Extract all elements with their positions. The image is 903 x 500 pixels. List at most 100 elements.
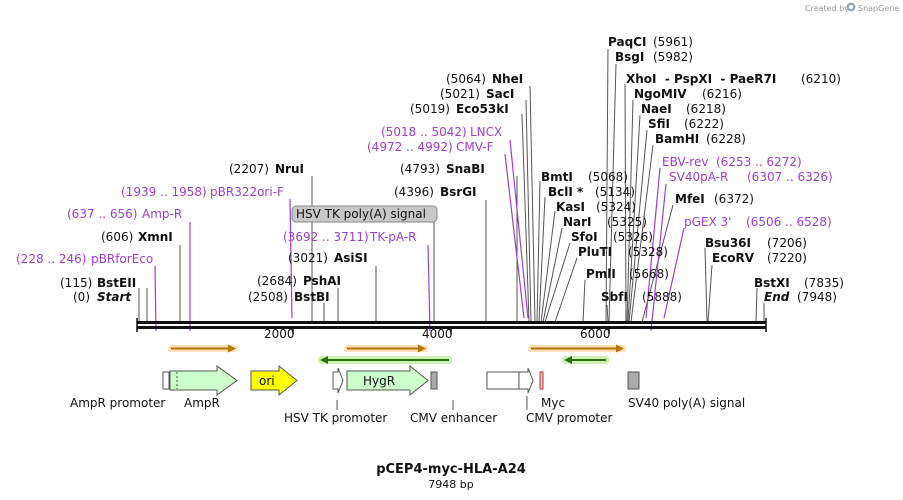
enzyme-name-bstbi: BstBI xyxy=(294,290,330,304)
primer-labels: (228 .. 246) pBRforEco (637 .. 656) Amp-… xyxy=(16,125,833,266)
leader-saci xyxy=(525,99,532,323)
ruler-tick-2000: 2000 xyxy=(264,327,295,341)
reverse-orf-arrow-2 xyxy=(564,356,572,364)
feature-arrow-ori xyxy=(250,364,298,397)
brand-text: SnapGene xyxy=(858,4,899,13)
enzyme-pos-sfii: (6222) xyxy=(684,117,724,131)
enzyme-pos-pshai: (2684) xyxy=(257,274,297,288)
leader-pbrforeco xyxy=(154,265,157,332)
feature-box-sv40-polya xyxy=(627,371,640,390)
leader-bstxi xyxy=(755,287,758,323)
plasmid-name: pCEP4-myc-HLA-A24 xyxy=(376,462,526,477)
reverse-orf-arrow-1 xyxy=(320,356,328,364)
enzyme-pos-bamhi: (6228) xyxy=(706,132,746,146)
enzyme-name-bmti: BmtI xyxy=(541,170,573,184)
enzyme-name-paqci: PaqCI xyxy=(608,35,646,49)
orf-arrow-3 xyxy=(616,344,624,353)
primer-name-cmv-f: CMV-F xyxy=(456,140,494,154)
enzyme-name-xhoi-pspxi-paer7i: XhoI - PspXI - PaeR7I xyxy=(626,72,776,86)
enzyme-pos-mfei: (6372) xyxy=(714,192,754,206)
enzyme-name-naei: NaeI xyxy=(641,102,672,116)
enzyme-name-end: End xyxy=(764,290,790,304)
leader-ecorv xyxy=(707,264,713,323)
enzyme-name-bamhi: BamHI xyxy=(655,132,699,146)
enzyme-pos-naei: (6218) xyxy=(686,102,726,116)
feature-arrow-cmv-promoter xyxy=(518,367,534,394)
primer-name-ebv-rev: EBV-rev xyxy=(662,155,708,169)
feature-label-cmv-enhancer: CMV enhancer xyxy=(410,411,497,425)
enzyme-name-snabi: SnaBI xyxy=(446,162,485,176)
enzyme-name-kasi: KasI xyxy=(556,200,585,214)
feature-label-hygr: HygR xyxy=(363,374,395,388)
feature-box-ampr-promoter xyxy=(162,371,170,390)
enzyme-name-pshai: PshAI xyxy=(303,274,341,288)
enzyme-pos-sbfi: (5888) xyxy=(642,290,682,304)
enzyme-name-bstxi: BstXI xyxy=(754,276,790,290)
ruler: 2000 4000 6000 xyxy=(264,326,611,341)
ruler-tick-4000: 4000 xyxy=(422,327,453,341)
leader-bcli xyxy=(538,196,546,323)
enzyme-name-sfoi: SfoI xyxy=(571,230,598,244)
primer-range-pbrforeco: (228 .. 246) xyxy=(16,252,86,266)
enzyme-pos-bsu36i: (7206) xyxy=(767,236,807,250)
enzyme-name-sfii: SfiI xyxy=(648,117,670,131)
enzyme-pos-ngomiv: (6216) xyxy=(702,87,742,101)
leader-ebv-rev xyxy=(645,167,661,319)
enzyme-pos-xmni: (606) xyxy=(101,230,133,244)
primer-name-tk-pa-r: TK-pA-R xyxy=(369,230,417,244)
enzyme-pos-start: (0) xyxy=(73,290,90,304)
primer-range-lncx: (5018 .. 5042) xyxy=(381,125,467,139)
feature-label-sv40-polya: SV40 poly(A) signal xyxy=(628,396,745,410)
enzyme-pos-pmli: (5668) xyxy=(629,267,669,281)
enzyme-name-start: Start xyxy=(97,290,132,304)
enzyme-name-pluti: PluTI xyxy=(578,245,612,259)
enzyme-name-bsu36i: Bsu36I xyxy=(705,236,751,250)
enzyme-pos-bsgi: (5982) xyxy=(653,50,693,64)
enzyme-name-pmli: PmlI xyxy=(586,267,616,281)
primer-range-tk-pa-r: (3692 .. 3711) xyxy=(283,230,369,244)
enzyme-name-bsteii: BstEII xyxy=(97,276,136,290)
enzyme-labels: (115) BstEII (0) Start (606) XmnI (2207)… xyxy=(60,35,844,304)
primer-name-pbr322ori-f: pBR322ori-F xyxy=(210,185,284,199)
enzyme-pos-pluti: (5328) xyxy=(628,245,668,259)
hsv-tk-polya-callout: HSV TK poly(A) signal xyxy=(291,205,438,322)
primer-range-cmv-f: (4972 .. 4992) xyxy=(367,140,453,154)
enzyme-pos-sfoi: (5326) xyxy=(613,230,653,244)
primer-name-pbrforeco: pBRforEco xyxy=(91,252,153,266)
enzyme-name-nhei: NheI xyxy=(492,72,523,86)
primer-name-pgex3: pGEX 3' xyxy=(684,215,731,229)
leader-nari xyxy=(542,227,563,323)
enzyme-name-sbfi: SbfI xyxy=(601,290,628,304)
enzyme-name-nrui: NruI xyxy=(275,162,304,176)
feature-labels: AmpR promoter AmpR HSV TK promoter CMV e… xyxy=(70,396,745,425)
primer-range-ebv-rev: (6253 .. 6272) xyxy=(716,155,802,169)
leader-pmli xyxy=(582,279,586,323)
feature-box-myc xyxy=(539,371,544,390)
created-by-text: Created by xyxy=(805,4,849,13)
feature-label-hsv-tk-promoter: HSV TK promoter xyxy=(284,411,387,425)
leader-lncx xyxy=(509,139,529,319)
leader-cmv-f xyxy=(504,153,525,319)
leader-eco53ki xyxy=(521,113,530,323)
leader-pluti xyxy=(554,257,578,323)
enzyme-name-xmni: XmnI xyxy=(138,230,173,244)
enzyme-pos-snabi: (4793) xyxy=(400,162,440,176)
enzyme-pos-xhoi: (6210) xyxy=(801,72,841,86)
leader-tk-pa-r xyxy=(427,244,431,332)
leader-bsu36i xyxy=(704,247,708,323)
primer-range-amp-r: (637 .. 656) xyxy=(67,207,137,221)
leader-bamhi xyxy=(630,144,654,323)
primer-name-sv40pa-r: SV40pA-R xyxy=(669,170,728,184)
leader-sfii xyxy=(628,129,648,323)
enzyme-name-ngomiv: NgoMIV xyxy=(634,87,687,101)
leader-bsgi xyxy=(608,63,617,323)
enzyme-pos-nari: (5325) xyxy=(607,215,647,229)
leader-xhoi xyxy=(624,83,627,323)
orf-arrow-2 xyxy=(418,344,426,353)
enzyme-name-ecorv: EcoRV xyxy=(712,251,755,265)
leader-pgex3 xyxy=(663,227,685,319)
enzyme-leader-lines xyxy=(138,48,765,323)
leader-naei xyxy=(627,114,641,323)
